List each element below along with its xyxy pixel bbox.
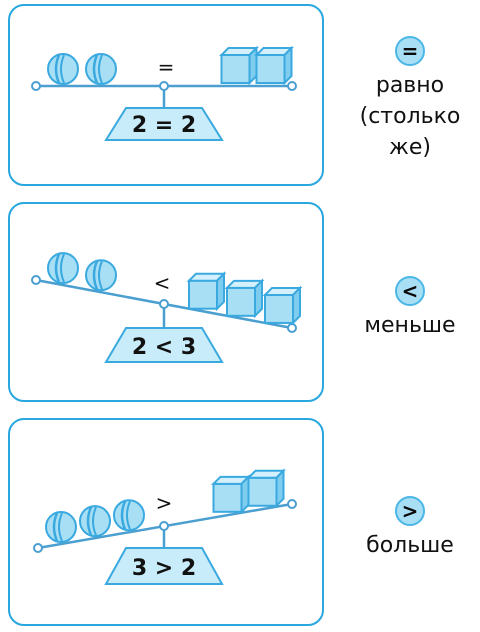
beam-end <box>31 81 41 91</box>
ball-icon <box>47 252 79 285</box>
ball-icon <box>45 511 77 544</box>
equation-text: 3 > 2 <box>132 556 196 581</box>
sign-label: равно (столько же) <box>340 70 480 163</box>
sign-circle: > <box>395 496 425 526</box>
scale-panel-less: 2 < 3 < <box>8 202 324 402</box>
ball-icon <box>85 53 117 85</box>
pivot <box>159 521 169 531</box>
balance-scale: 3 > 2 > <box>33 468 297 585</box>
beam-end <box>287 81 297 91</box>
ball-icon <box>113 499 145 532</box>
sign-circle: < <box>395 276 425 306</box>
comparison-sign: = <box>158 55 175 79</box>
ball-group <box>47 53 117 85</box>
sign-circle: = <box>395 36 425 66</box>
sign-legend-less: < меньше <box>340 276 480 341</box>
sign-label-line: же) <box>389 135 431 160</box>
sign-label-line: меньше <box>364 313 456 338</box>
scale-base <box>104 547 224 585</box>
sign-legend-equal: = равно (столько же) <box>340 36 480 163</box>
scale-base <box>104 107 224 141</box>
cube-icon <box>262 285 303 326</box>
ball-group <box>47 252 117 292</box>
cube-group <box>211 468 286 515</box>
cube-icon <box>224 278 265 319</box>
scale-panel-greater: 3 > 2 > <box>8 418 324 626</box>
cube-icon <box>246 468 286 509</box>
cube-icon <box>219 45 259 86</box>
cube-group <box>186 271 303 326</box>
sign-label-line: (столько <box>359 104 461 129</box>
cube-icon <box>254 45 294 86</box>
sign-label: меньше <box>340 310 480 341</box>
ball-icon <box>85 259 117 292</box>
cube-icon <box>211 474 251 515</box>
scale-panel-equal: 2 = 2 = <box>8 4 324 186</box>
ball-group <box>45 499 145 544</box>
scale-base <box>104 327 224 363</box>
comparison-sign: < <box>154 271 171 295</box>
cube-icon <box>186 271 227 312</box>
beam-end <box>33 543 43 553</box>
sign-label: больше <box>340 530 480 561</box>
pivot <box>159 81 169 91</box>
equation-text: 2 < 3 <box>132 335 196 360</box>
comparison-sign: > <box>156 491 173 515</box>
cube-group <box>219 45 294 86</box>
equation-text: 2 = 2 <box>132 113 196 138</box>
sign-label-line: равно <box>375 73 445 98</box>
ball-icon <box>79 505 111 538</box>
balance-scale: 2 < 3 < <box>31 252 303 363</box>
sign-legend-greater: > больше <box>340 496 480 561</box>
pivot <box>159 299 169 309</box>
sign-label-line: больше <box>366 533 454 558</box>
beam-end <box>31 275 41 285</box>
beam-end <box>287 499 297 509</box>
ball-icon <box>47 53 79 85</box>
balance-scale: 2 = 2 = <box>31 45 297 141</box>
